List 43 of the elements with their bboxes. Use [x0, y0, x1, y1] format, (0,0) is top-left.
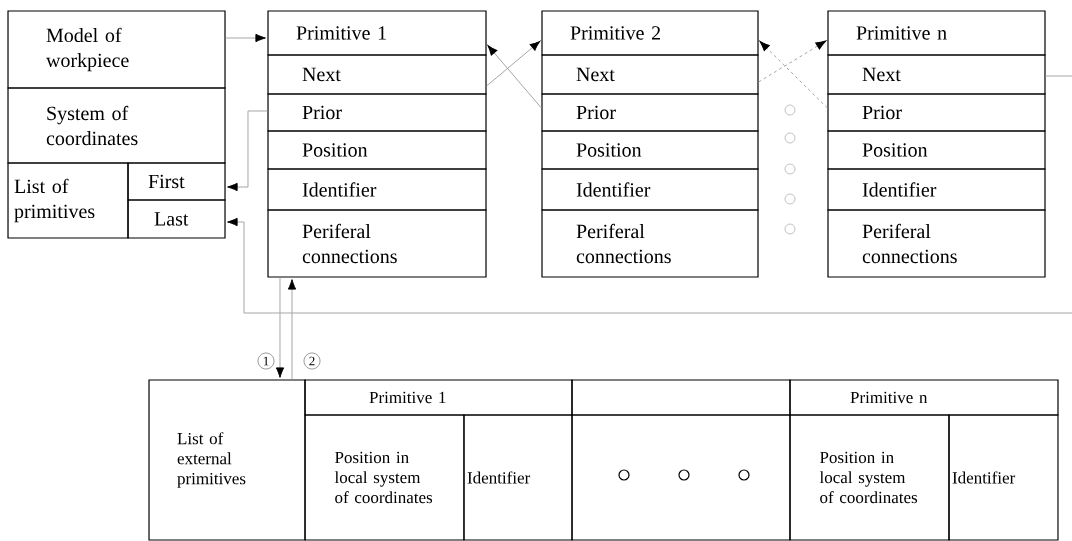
record-field: Position [827, 130, 1046, 170]
record-field: Prior [267, 93, 487, 132]
table-cell: Identifier [948, 414, 1059, 541]
table-cell [571, 414, 791, 541]
record-field: Periferal connections [267, 209, 487, 278]
table-cell: List of external primitives [148, 379, 306, 541]
arrow [287, 279, 297, 380]
arrow [759, 40, 828, 109]
arrow [275, 277, 285, 378]
record-field: Periferal connections [827, 209, 1046, 278]
record-field: Prior [827, 93, 1046, 132]
edge-label: 2 [303, 352, 321, 370]
record-field: Last [127, 199, 226, 239]
edge-label: 1 [257, 352, 275, 370]
table-cell: Primitive n [789, 379, 1059, 416]
record-field: Model of workpiece [7, 10, 226, 89]
arrow [487, 45, 542, 109]
record-header: Primitive 2 [541, 10, 759, 56]
table-cell: Position in local system of coordinates [789, 414, 950, 541]
record-field: Position [267, 130, 487, 170]
record-header: Primitive n [827, 10, 1046, 56]
record-header: Primitive 1 [267, 10, 487, 56]
table-cell: Primitive 1 [304, 379, 573, 416]
record-field: Identifier [267, 168, 487, 211]
arrow [758, 40, 827, 83]
table-cell [571, 379, 791, 416]
record-field: Next [541, 54, 759, 95]
record-field: Identifier [827, 168, 1046, 211]
record-field: Prior [541, 93, 759, 132]
table-cell: Identifier [463, 414, 573, 541]
record-field: Next [267, 54, 487, 95]
record-field: Next [827, 54, 1046, 95]
arrow [225, 33, 266, 43]
arrow [227, 217, 1072, 314]
record-field: List of primitives [7, 162, 129, 239]
record-field: Periferal connections [541, 209, 759, 278]
record-field: First [127, 162, 226, 201]
record-field: Identifier [541, 168, 759, 211]
arrow [486, 40, 541, 87]
record-field: System of coordinates [7, 87, 226, 164]
record-field: Position [541, 130, 759, 170]
table-cell: Position in local system of coordinates [304, 414, 465, 541]
arrow [227, 110, 268, 192]
